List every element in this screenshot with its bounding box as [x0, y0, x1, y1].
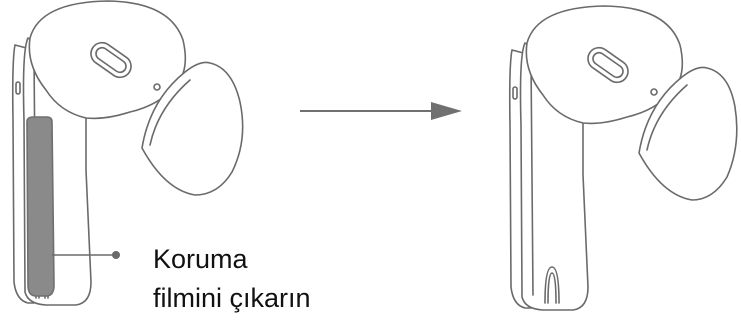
side-button — [15, 81, 21, 95]
earbud-without-film-icon — [508, 5, 738, 311]
ear-tip — [141, 61, 244, 196]
sensor-pill-inner — [592, 51, 624, 79]
ear-tip-inner-line — [646, 84, 688, 151]
vent-dot — [650, 88, 658, 96]
mic-port — [544, 266, 560, 304]
instruction-text-line-1: Koruma — [153, 244, 248, 274]
stem-edge-line — [530, 59, 534, 296]
instruction-text-line-2: filmini çıkarın — [153, 283, 311, 313]
sensor-pill-outer — [90, 41, 132, 79]
side-button — [512, 86, 518, 100]
leader-line — [52, 251, 120, 259]
sensor-pill-inner — [95, 46, 127, 74]
protective-film — [26, 116, 55, 297]
earbud-with-protective-film-icon — [11, 0, 244, 306]
leader-dot-icon — [112, 251, 120, 259]
sensor-pill-outer — [587, 46, 629, 84]
ear-tip — [638, 66, 738, 201]
right-arrow-icon — [300, 102, 462, 120]
vent-dot — [153, 83, 161, 91]
ear-tip-inner-line — [149, 79, 191, 146]
mic-port-inner — [547, 272, 557, 304]
